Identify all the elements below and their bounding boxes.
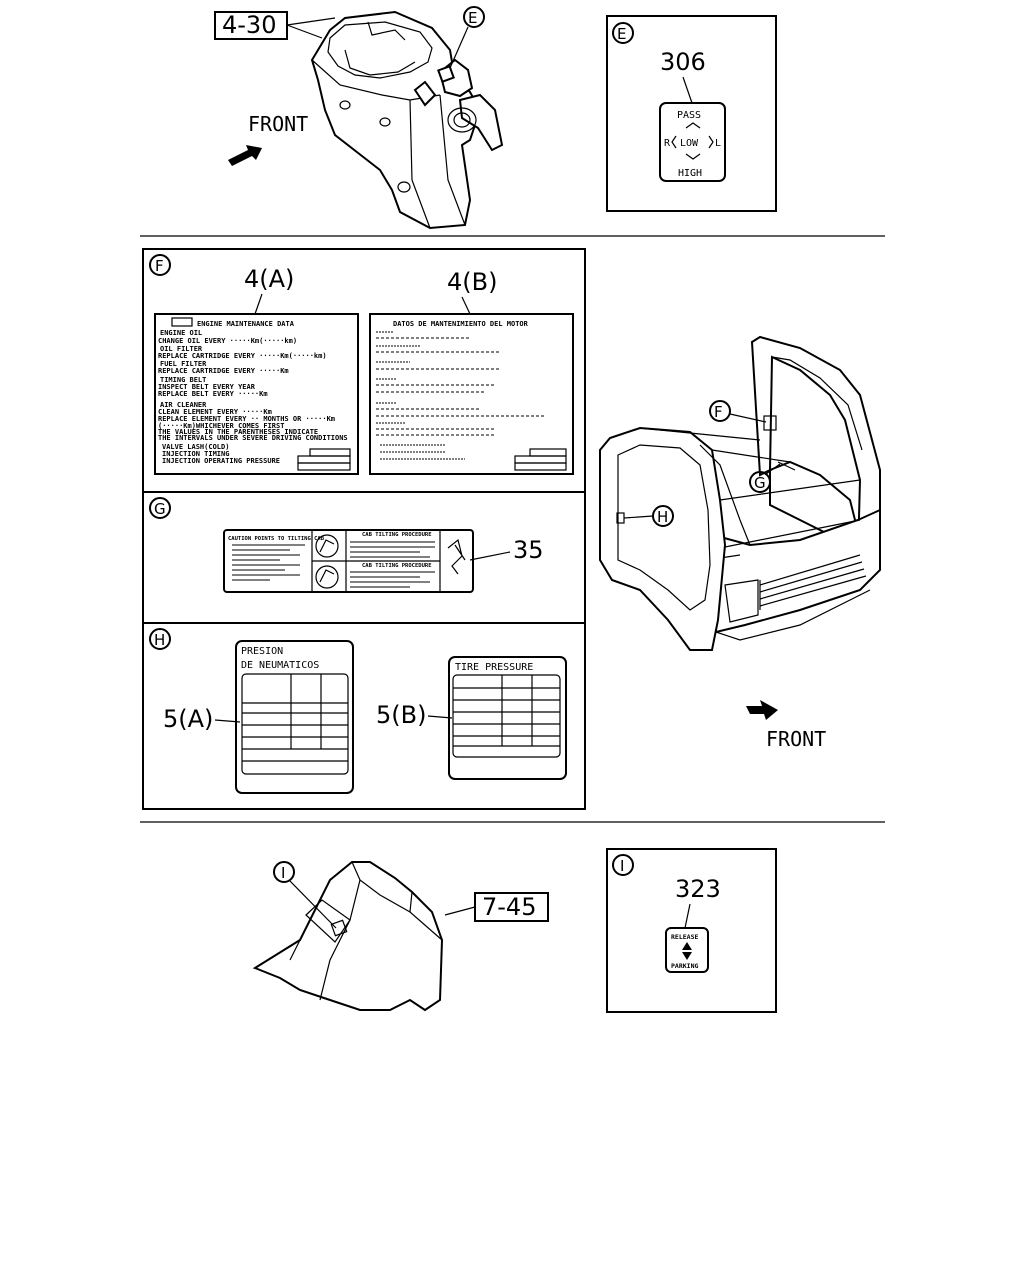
front-label-top: FRONT <box>248 112 308 136</box>
svg-text:REPLACE CARTRIDGE EVERY ·····K: REPLACE CARTRIDGE EVERY ·····Km <box>158 367 289 375</box>
part-5b-number: 5(B) <box>376 701 426 729</box>
svg-text:HIGH: HIGH <box>678 168 702 179</box>
svg-text:PASS: PASS <box>677 110 701 121</box>
cab-body-drawing <box>599 335 881 651</box>
svg-text:H: H <box>154 631 165 649</box>
ref-4-30-text: 4-30 <box>222 11 276 39</box>
svg-text:CAUTION POINTS TO TILTING CAB: CAUTION POINTS TO TILTING CAB <box>228 536 325 542</box>
svg-text:VALVE LASH(COLD): VALVE LASH(COLD) <box>162 443 229 451</box>
svg-text:REPLACE BELT EVERY ·····Km: REPLACE BELT EVERY ·····Km <box>158 390 268 398</box>
svg-text:LOW: LOW <box>680 138 699 149</box>
svg-text:CHANGE OIL EVERY ·····Km(·····: CHANGE OIL EVERY ·····Km(·····km) <box>158 337 297 345</box>
steering-column-cover <box>310 10 504 230</box>
view-f-panel: F 4(A) 4(B) ENGINE MAINTENANCE DATA ENGI… <box>142 248 586 493</box>
cab-callout-h: H <box>623 505 674 527</box>
svg-text:(·····Km)WHICHEVER COMES FIRST: (·····Km)WHICHEVER COMES FIRST <box>158 422 284 430</box>
cab-callout-f: F <box>709 400 767 423</box>
part-323-number: 323 <box>675 875 721 903</box>
floor-console-drawing <box>252 861 444 1012</box>
label-5a-presion-neumaticos: PRESION DE NEUMATICOS <box>235 640 354 794</box>
svg-text:THE VALUES IN THE PARENTHESES: THE VALUES IN THE PARENTHESES INDICATE <box>158 428 318 436</box>
cab-callout-g: G <box>749 463 781 493</box>
svg-text:OIL FILTER: OIL FILTER <box>160 345 203 353</box>
front-indicator-cab: FRONT <box>746 700 826 751</box>
view-e-panel: E 306 PASS R LOW L HIGH <box>606 15 777 212</box>
svg-text:THE INTERVALS UNDER SEVERE DRI: THE INTERVALS UNDER SEVERE DRIVING CONDI… <box>158 434 348 442</box>
svg-text:H: H <box>657 508 668 526</box>
part-4b-number: 4(B) <box>447 268 497 296</box>
svg-text:DATOS DE MANTENIMIENTO DEL MOT: DATOS DE MANTENIMIENTO DEL MOTOR <box>393 320 529 328</box>
svg-text:R: R <box>664 138 671 149</box>
svg-text:F: F <box>714 403 723 421</box>
svg-text:TIMING BELT: TIMING BELT <box>160 376 206 384</box>
reference-4-30: 4-30 <box>214 11 336 40</box>
svg-text:CAB TILTING PROCEDURE: CAB TILTING PROCEDURE <box>362 532 432 538</box>
svg-text:ENGINE OIL: ENGINE OIL <box>160 329 202 337</box>
svg-text:CLEAN ELEMENT EVERY ·····Km: CLEAN ELEMENT EVERY ·····Km <box>158 408 272 416</box>
svg-text:INSPECT BELT EVERY YEAR: INSPECT BELT EVERY YEAR <box>158 383 256 391</box>
svg-text:G: G <box>754 474 766 492</box>
svg-text:PRESION: PRESION <box>241 646 283 657</box>
svg-text:AIR CLEANER: AIR CLEANER <box>160 401 207 409</box>
ref-7-45-text: 7-45 <box>482 893 536 921</box>
svg-text:REPLACE CARTRIDGE EVERY ·····K: REPLACE CARTRIDGE EVERY ·····Km(·····km) <box>158 352 327 360</box>
front-indicator-top: FRONT <box>228 112 308 166</box>
callout-e-marker: E <box>449 6 485 69</box>
svg-text:CAB TILTING PROCEDURE: CAB TILTING PROCEDURE <box>362 563 432 569</box>
label-4b-datos-mantenimiento: DATOS DE MANTENIMIENTO DEL MOTOR <box>369 313 574 475</box>
view-h-panel: H PRESION DE NEUMATICOS 5(A) TIRE PRESSU… <box>142 622 586 810</box>
svg-text:INJECTION TIMING: INJECTION TIMING <box>162 450 229 458</box>
svg-text:E: E <box>617 25 626 43</box>
callout-i-marker: I <box>273 861 337 929</box>
part-306-number: 306 <box>660 48 706 76</box>
svg-text:I: I <box>281 864 285 882</box>
svg-text:RELEASE: RELEASE <box>671 933 698 941</box>
view-i-panel: I 323 RELEASE PARKING <box>606 848 777 1013</box>
svg-text:TIRE PRESSURE: TIRE PRESSURE <box>455 662 533 673</box>
svg-text:DE NEUMATICOS: DE NEUMATICOS <box>241 660 319 671</box>
svg-text:FUEL FILTER: FUEL FILTER <box>160 360 207 368</box>
label-35-cab-tilting: CAUTION POINTS TO TILTING CAB CAB TILTIN… <box>223 529 474 593</box>
svg-text:ENGINE MAINTENANCE DATA: ENGINE MAINTENANCE DATA <box>197 320 295 328</box>
svg-text:I: I <box>620 857 624 875</box>
reference-7-45: 7-45 <box>444 892 549 922</box>
svg-text:F: F <box>155 257 164 275</box>
part-5a-number: 5(A) <box>163 705 213 733</box>
svg-text:L: L <box>715 138 721 149</box>
svg-text:PARKING: PARKING <box>671 962 698 970</box>
svg-text:G: G <box>154 500 166 518</box>
label-5b-tire-pressure: TIRE PRESSURE <box>448 656 567 780</box>
view-g-panel: G CAUTION POINTS TO TILTING CAB CAB TILT… <box>142 491 586 624</box>
label-4a-engine-maintenance: ENGINE MAINTENANCE DATA ENGINE OIL CHANG… <box>154 313 359 475</box>
part-35-number: 35 <box>513 536 544 564</box>
front-label-cab: FRONT <box>766 727 826 751</box>
svg-text:E: E <box>468 9 477 27</box>
svg-text:REPLACE ELEMENT EVERY ·· MONTH: REPLACE ELEMENT EVERY ·· MONTHS OR ·····… <box>158 415 335 423</box>
part-4a-number: 4(A) <box>244 265 294 293</box>
svg-text:INJECTION OPERATING PRESSURE: INJECTION OPERATING PRESSURE <box>162 457 280 465</box>
